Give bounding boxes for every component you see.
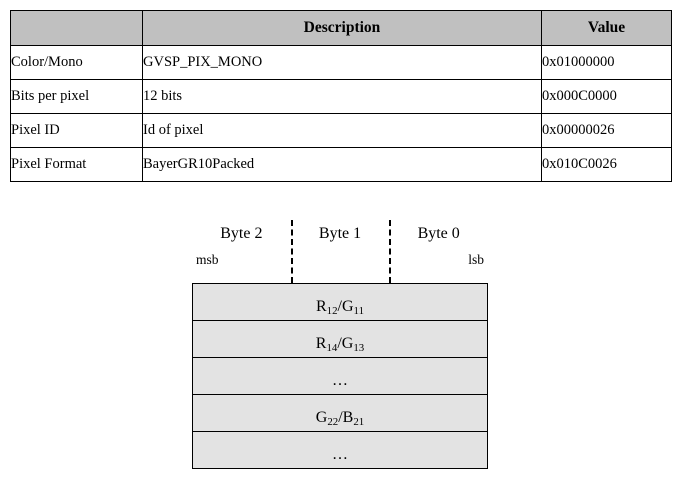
table-row: Pixel Format BayerGR10Packed 0x010C0026: [10, 147, 672, 182]
table-header-row: Description Value: [10, 10, 672, 46]
byte-rows-container: R12/G11 R14/G13 … G22/B21 …: [192, 283, 488, 469]
byte-row-content: …: [332, 372, 348, 389]
table-row: Color/Mono GVSP_PIX_MONO 0x01000000: [10, 45, 672, 80]
column-header-blank: [10, 10, 143, 46]
byte-label-1: Byte 1: [318, 225, 362, 242]
row-value-color-mono: 0x01000000: [541, 45, 672, 80]
byte-row-content: R12/G11: [315, 298, 365, 318]
byte-row: …: [193, 432, 487, 469]
byte-row: …: [193, 358, 487, 395]
table-row: Pixel ID Id of pixel 0x00000026: [10, 113, 672, 148]
row-value-pixel-format: 0x010C0026: [541, 147, 672, 182]
byte-separator-dashed-line-2: [389, 220, 391, 283]
pixel-format-properties-table: Description Value Color/Mono GVSP_PIX_MO…: [10, 10, 672, 182]
byte-row: R14/G13: [193, 321, 487, 358]
byte-row-content: …: [332, 446, 348, 463]
byte-label-2: Byte 2: [220, 225, 263, 242]
row-label-color-mono: Color/Mono: [10, 45, 143, 80]
byte-layout-diagram: Byte 2 Byte 1 Byte 0 msb lsb R12/G11 R14…: [192, 220, 488, 469]
row-description-pixel-id: Id of pixel: [142, 113, 542, 148]
column-header-value: Value: [541, 10, 672, 46]
row-label-bits-per-pixel: Bits per pixel: [10, 79, 143, 114]
byte-row-content: G22/B21: [315, 409, 365, 429]
table-row: Bits per pixel 12 bits 0x000C0000: [10, 79, 672, 114]
row-description-color-mono: GVSP_PIX_MONO: [142, 45, 542, 80]
row-label-pixel-id: Pixel ID: [10, 113, 143, 148]
byte-row-content: R14/G13: [315, 335, 365, 355]
lsb-label: lsb: [468, 252, 484, 267]
column-header-description: Description: [142, 10, 542, 46]
byte-separator-dashed-line-1: [291, 220, 293, 283]
row-description-bits-per-pixel: 12 bits: [142, 79, 542, 114]
byte-row: R12/G11: [193, 284, 487, 321]
row-value-bits-per-pixel: 0x000C0000: [541, 79, 672, 114]
byte-column-labels: Byte 2 Byte 1 Byte 0: [192, 220, 488, 250]
msb-label: msb: [196, 252, 219, 267]
row-description-pixel-format: BayerGR10Packed: [142, 147, 542, 182]
byte-row: G22/B21: [193, 395, 487, 432]
bit-end-labels: msb lsb: [192, 250, 488, 271]
bit-end-mid-blank: [292, 250, 388, 271]
byte-label-0: Byte 0: [417, 225, 460, 242]
row-label-pixel-format: Pixel Format: [10, 147, 143, 182]
row-value-pixel-id: 0x00000026: [541, 113, 672, 148]
